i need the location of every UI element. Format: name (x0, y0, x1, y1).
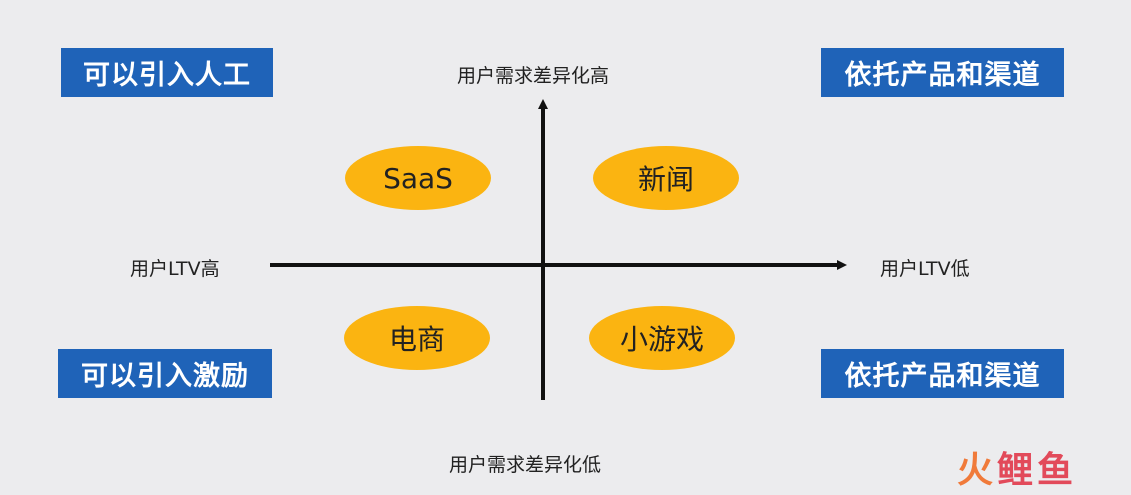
x-axis-left-label: 用户LTV高 (130, 258, 220, 280)
category-oval-news: 新闻 (593, 146, 739, 210)
watermark-char-carp: 鲤 (997, 450, 1034, 491)
watermark-char-fish: 鱼 (1037, 450, 1074, 491)
y-axis-high-label: 用户需求差异化高 (457, 65, 610, 87)
x-axis-right-label: 用户LTV低 (880, 258, 970, 280)
watermark-logo: 火 鲤 鱼 (957, 444, 1117, 491)
strategy-box-top-right: 依托产品和渠道 (821, 48, 1064, 97)
strategy-box-top-left: 可以引入人工 (61, 48, 273, 97)
category-oval-ecommerce: 电商 (344, 306, 490, 370)
y-axis-low-label: 用户需求差异化低 (449, 454, 602, 476)
strategy-box-bottom-right: 依托产品和渠道 (821, 349, 1064, 398)
strategy-box-bottom-left: 可以引入激励 (58, 349, 272, 398)
category-oval-minigame: 小游戏 (589, 306, 735, 370)
watermark-char-fire: 火 (957, 450, 994, 491)
category-oval-saas: SaaS (345, 146, 491, 210)
